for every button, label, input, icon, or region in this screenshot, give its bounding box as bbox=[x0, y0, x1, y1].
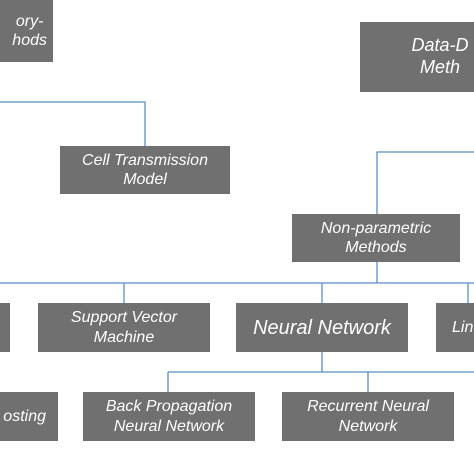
node-svm-line2: Machine bbox=[93, 328, 155, 346]
node-nonparam-line2: Methods bbox=[345, 239, 407, 256]
node-nn-label: Neural Network bbox=[253, 316, 391, 339]
node-rnn-line2: Network bbox=[338, 417, 398, 435]
node-boosting-label: osting bbox=[3, 407, 46, 425]
node-ctm-line1: Cell Transmission bbox=[82, 151, 208, 169]
node-ctm-line2: Model bbox=[123, 171, 167, 188]
node-bpnn-line2: Neural Network bbox=[113, 417, 225, 435]
connector-datadriven-to-nonparam bbox=[376, 151, 474, 214]
node-theory-line2: hods bbox=[12, 32, 47, 49]
node-lin-label: Lin bbox=[452, 318, 474, 336]
node-datadriven-line2: Meth bbox=[419, 57, 461, 77]
node-left-clipped-box bbox=[0, 303, 10, 352]
node-theory-based-methods: ory- hods bbox=[0, 0, 53, 62]
node-non-parametric-methods: Non-parametric Methods bbox=[292, 214, 460, 262]
node-bpnn-line1: Back Propagation bbox=[105, 398, 233, 416]
node-neural-network: Neural Network bbox=[236, 303, 408, 352]
node-theory-line1: ory- bbox=[15, 12, 44, 30]
node-recurrent-neural-network: Recurrent Neural Network bbox=[282, 392, 454, 441]
node-boosting-clipped: osting bbox=[0, 392, 58, 441]
node-datadriven-line1: Data-D bbox=[411, 35, 469, 56]
node-back-propagation-neural-network: Back Propagation Neural Network bbox=[83, 392, 255, 441]
node-svm-line1: Support Vector bbox=[70, 309, 178, 327]
node-nonparam-line1: Non-parametric bbox=[320, 219, 432, 237]
node-cell-transmission-model: Cell Transmission Model bbox=[60, 146, 230, 194]
node-rnn-line1: Recurrent Neural bbox=[307, 398, 429, 416]
node-linear-clipped: Lin bbox=[436, 303, 474, 352]
node-support-vector-machine: Support Vector Machine bbox=[38, 303, 210, 352]
connector-theory-to-ctm bbox=[0, 101, 146, 146]
node-data-driven-methods: Data-D Meth bbox=[360, 22, 474, 92]
